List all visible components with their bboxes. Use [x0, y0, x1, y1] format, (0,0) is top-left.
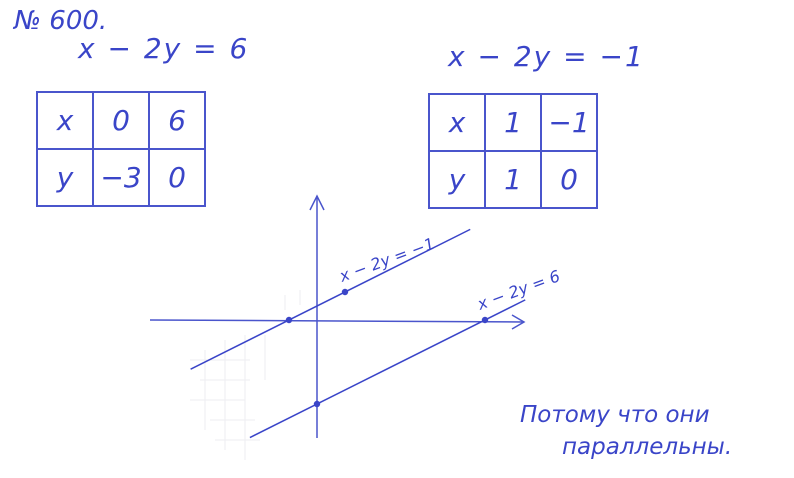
equation-1: x − 2y = 6 — [78, 32, 250, 65]
equation-2: x − 2y = −1 — [448, 40, 645, 73]
graph-point — [313, 400, 321, 408]
graph-point — [481, 316, 489, 324]
table-cell: 6 — [148, 91, 206, 150]
x-axis — [149, 314, 526, 330]
table-equation-2: x 1 −1 y 1 0 — [428, 93, 598, 209]
table-cell: 0 — [148, 148, 206, 207]
table-row: x 1 −1 — [428, 93, 598, 152]
problem-number: № 600. — [14, 6, 108, 36]
graph-point — [341, 288, 349, 296]
line-equation-1-graph — [249, 299, 526, 439]
y-axis — [309, 194, 325, 438]
table-cell: x — [36, 91, 94, 150]
table-row: y −3 0 — [36, 148, 206, 207]
table-equation-1: x 0 6 y −3 0 — [36, 91, 206, 207]
line-equation-2-graph — [190, 228, 471, 370]
line-label-1: x − 2y = −1 — [336, 234, 437, 286]
table-cell: y — [428, 150, 486, 209]
table-cell: 0 — [92, 91, 150, 150]
conclusion-line-1: Потому что они — [520, 402, 710, 428]
table-cell: 0 — [540, 150, 598, 209]
table-cell: 1 — [484, 93, 542, 152]
table-cell: y — [36, 148, 94, 207]
faint-grid — [190, 290, 301, 460]
table-cell: −3 — [92, 148, 150, 207]
table-row: x 0 6 — [36, 91, 206, 150]
line-label-2: x − 2y = 6 — [474, 266, 563, 314]
table-cell: −1 — [540, 93, 598, 152]
table-cell: 1 — [484, 150, 542, 209]
table-row: y 1 0 — [428, 150, 598, 209]
graph-point — [285, 316, 293, 324]
table-cell: x — [428, 93, 486, 152]
conclusion-line-2: параллельны. — [562, 434, 733, 460]
